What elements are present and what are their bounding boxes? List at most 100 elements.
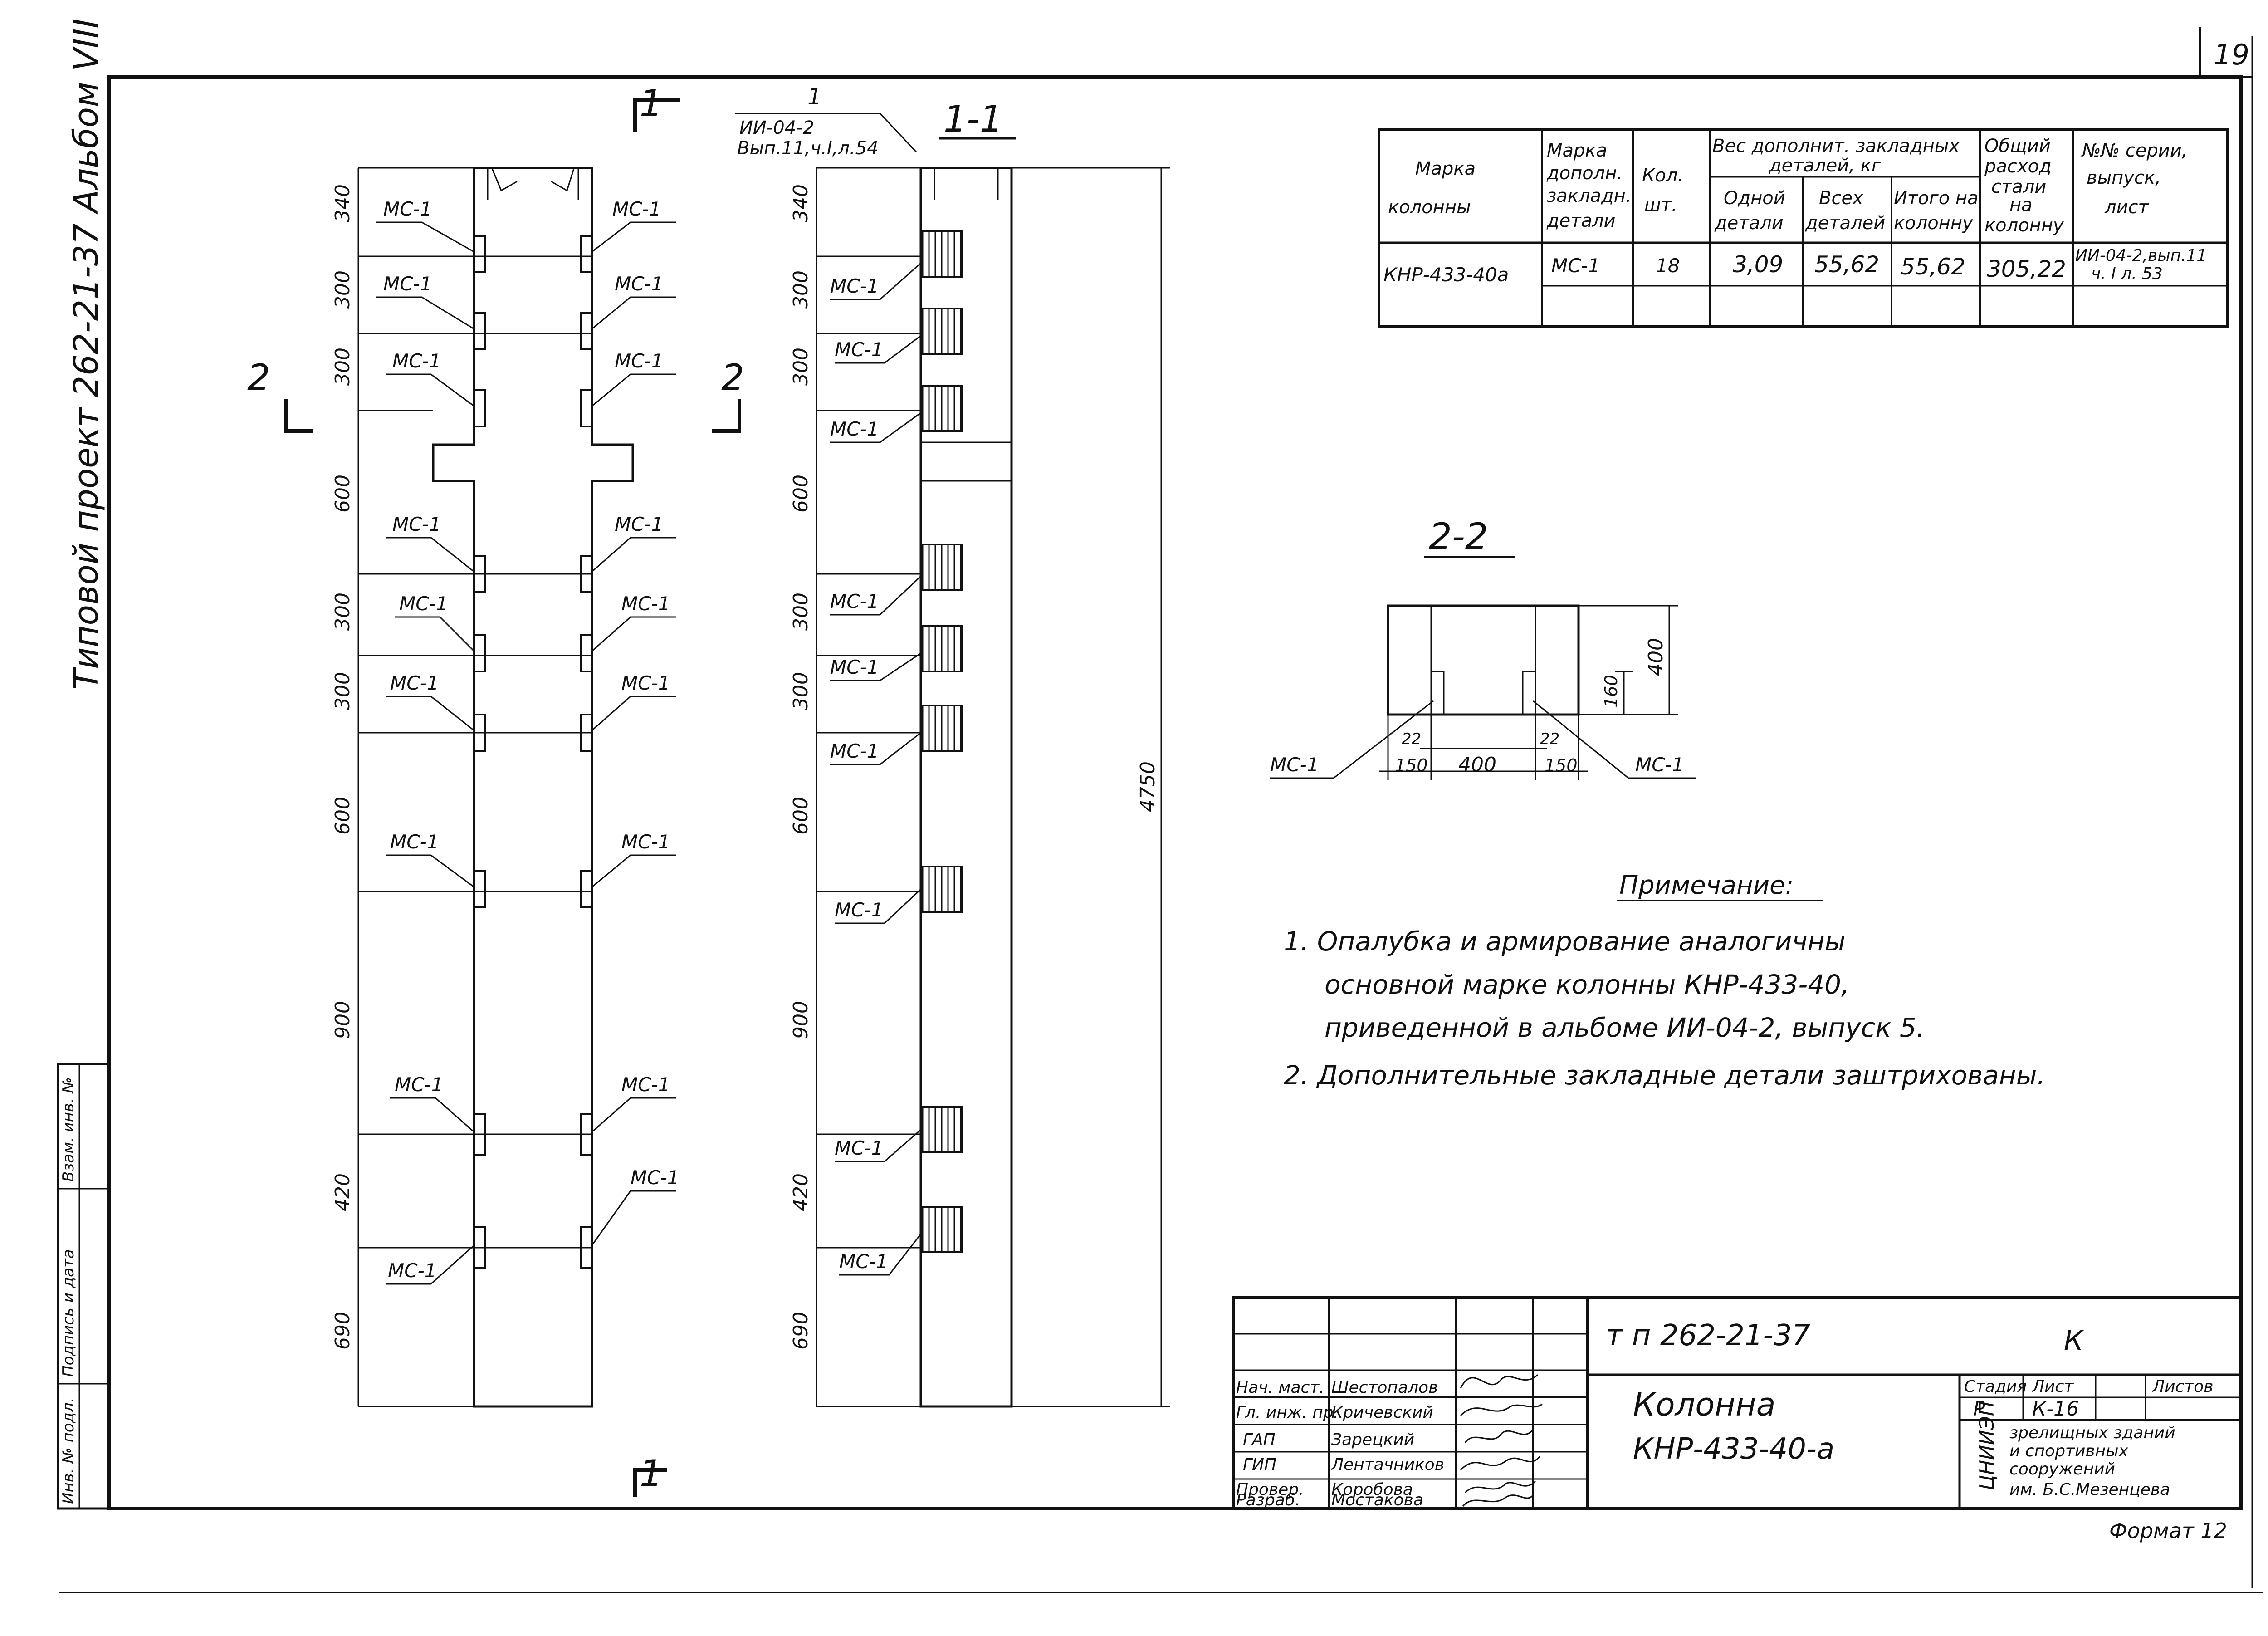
sheet-frame: [59, 27, 2263, 1593]
front-leaders: [376, 221, 676, 1285]
embed-label: МС-1: [395, 1073, 443, 1096]
embed-label: МС-1: [383, 273, 432, 295]
th-weight-group: деталей, кг: [1769, 155, 1882, 176]
dim-side-300a: 300: [789, 270, 812, 309]
column-side-view: [816, 167, 1170, 1408]
embed-label: МС-1: [615, 273, 663, 295]
dim-front-300c: 300: [331, 593, 354, 631]
sheet-value: К-16: [2032, 1397, 2079, 1420]
notes-title: Примечание:: [1619, 871, 1794, 900]
th-steel: расход: [1984, 156, 2052, 177]
front-embed-labels: МС-1 МС-1 МС-1 МС-1 МС-1 МС-1 МС-1 МС-1 …: [383, 198, 679, 1282]
spec-table-row: КНР-433-40а МС-1 18 3,09 55,62 55,62 305…: [1383, 246, 2207, 286]
cut-2-right: 2: [721, 357, 744, 399]
dim-side-600a: 600: [789, 475, 812, 513]
dim-side-300b: 300: [789, 348, 812, 386]
dim-front-690: 690: [331, 1312, 354, 1350]
td-steel: 305,22: [1987, 256, 2066, 282]
dim-side-420: 420: [789, 1173, 812, 1211]
dim-side-900: 900: [789, 1001, 812, 1039]
section-2-2-drawing: [1270, 604, 1696, 780]
th-weight-group: Вес дополнит. закладных: [1712, 136, 1960, 157]
embed-label: МС-1: [388, 1259, 436, 1282]
embed-label: МС-1: [390, 672, 439, 694]
callout-line1: ИИ-04-2: [739, 118, 814, 138]
embed-label: МС-1: [830, 656, 879, 678]
name-chief-eng: Кричевский: [1331, 1403, 1433, 1422]
embed-label: МС-1: [1270, 754, 1319, 776]
cut-1-bottom: 1: [640, 1452, 663, 1494]
embed-label: МС-1: [621, 1073, 670, 1096]
name-gip: Лентачников: [1330, 1455, 1444, 1474]
embed-label: МС-1: [392, 350, 441, 372]
note-line-2: основной марке колонны КНР-433-40,: [1325, 969, 1849, 1000]
org-line-3: сооружений: [2009, 1460, 2115, 1479]
dim-side-300d: 300: [789, 672, 812, 710]
embed-label: МС-1: [621, 672, 670, 694]
dim-front-340: 340: [331, 184, 354, 222]
embed-label: МС-1: [631, 1166, 679, 1189]
dim-front-300b: 300: [331, 348, 354, 386]
th-steel: колонну: [1984, 215, 2064, 236]
role-chief-eng: Гл. инж. пр.: [1236, 1403, 1339, 1422]
section-1-1-title: 1-1: [943, 98, 1003, 140]
org-logo: ЦНИИЭП: [1975, 1401, 1999, 1490]
callout-line2: Вып.11,ч.I,л.54: [737, 138, 879, 159]
embed-label: МС-1: [615, 350, 663, 372]
role-gap: ГАП: [1243, 1430, 1276, 1449]
org-line-4: им. Б.С.Мезенцева: [2009, 1480, 2170, 1499]
side-stamp: [57, 1063, 110, 1510]
td-mark: КНР-433-40а: [1383, 264, 1509, 286]
th-all: Всех: [1819, 188, 1863, 209]
role-developed: Разраб.: [1236, 1491, 1300, 1509]
role-chief: Нач. маст.: [1236, 1378, 1325, 1397]
th-one: детали: [1714, 213, 1784, 234]
title-block-people: Нач. маст. Шестопалов Гл. инж. пр. Криче…: [1236, 1378, 1444, 1509]
embed-label: МС-1: [399, 593, 448, 615]
td-ref: ч. I л. 53: [2091, 265, 2163, 283]
drawing-name-1: Колонна: [1633, 1386, 1776, 1423]
embed-label: МС-1: [835, 338, 883, 361]
role-gip: ГИП: [1243, 1455, 1276, 1474]
side-stamp-inv: Инв. № подл.: [59, 1397, 78, 1504]
cut-2-left: 2: [247, 357, 270, 399]
embed-label: МС-1: [1635, 754, 1684, 776]
th-part: закладн.: [1547, 186, 1632, 206]
th-total: колонну: [1894, 213, 1974, 234]
embed-label: МС-1: [621, 593, 670, 615]
embed-label: МС-1: [835, 899, 883, 921]
signatures: [1460, 1374, 1543, 1507]
th-steel: Общий: [1984, 136, 2051, 157]
embed-label: МС-1: [615, 513, 663, 535]
th-mark: Марка: [1415, 158, 1476, 179]
embed-label: МС-1: [383, 198, 432, 220]
spec-table: [1378, 128, 2229, 328]
name-chief: Шестопалов: [1331, 1378, 1438, 1397]
note-line-1: 1. Опалубка и армирование аналогичны: [1284, 926, 1845, 957]
format-label: Формат 12: [2109, 1518, 2227, 1543]
embed-label: МС-1: [390, 831, 439, 853]
dim-front-900: 900: [331, 1001, 354, 1039]
org-line-2: и спортивных: [2009, 1442, 2129, 1460]
role-checked: Провер.: [1236, 1480, 1304, 1499]
column-front-view: [357, 167, 634, 1408]
dim-front-600a: 600: [331, 475, 354, 513]
th-one: Одной: [1724, 188, 1785, 209]
td-qty: 18: [1656, 255, 1680, 277]
section-2-2-title: 2-2: [1429, 515, 1488, 558]
embed-label: МС-1: [830, 590, 879, 612]
dim-side-300c: 300: [789, 593, 812, 631]
cut-marks: [284, 98, 741, 1497]
k-mark: К: [2064, 1325, 2084, 1357]
sheet-header: Лист: [2031, 1377, 2074, 1396]
th-part: Марка: [1547, 140, 1607, 161]
side-embeds: [920, 230, 963, 1253]
dim-side-4750: 4750: [1136, 761, 1159, 812]
th-qty: Кол.: [1642, 165, 1683, 186]
embed-label: МС-1: [830, 418, 879, 440]
name-developed: Мостакова: [1331, 1491, 1423, 1509]
embed-label: МС-1: [830, 740, 879, 762]
th-mark: колонны: [1388, 197, 1471, 218]
side-embed-labels: МС-1 МС-1 МС-1 МС-1 МС-1 МС-1 МС-1 МС-1 …: [830, 275, 888, 1273]
sheets-header: Листов: [2151, 1377, 2213, 1396]
